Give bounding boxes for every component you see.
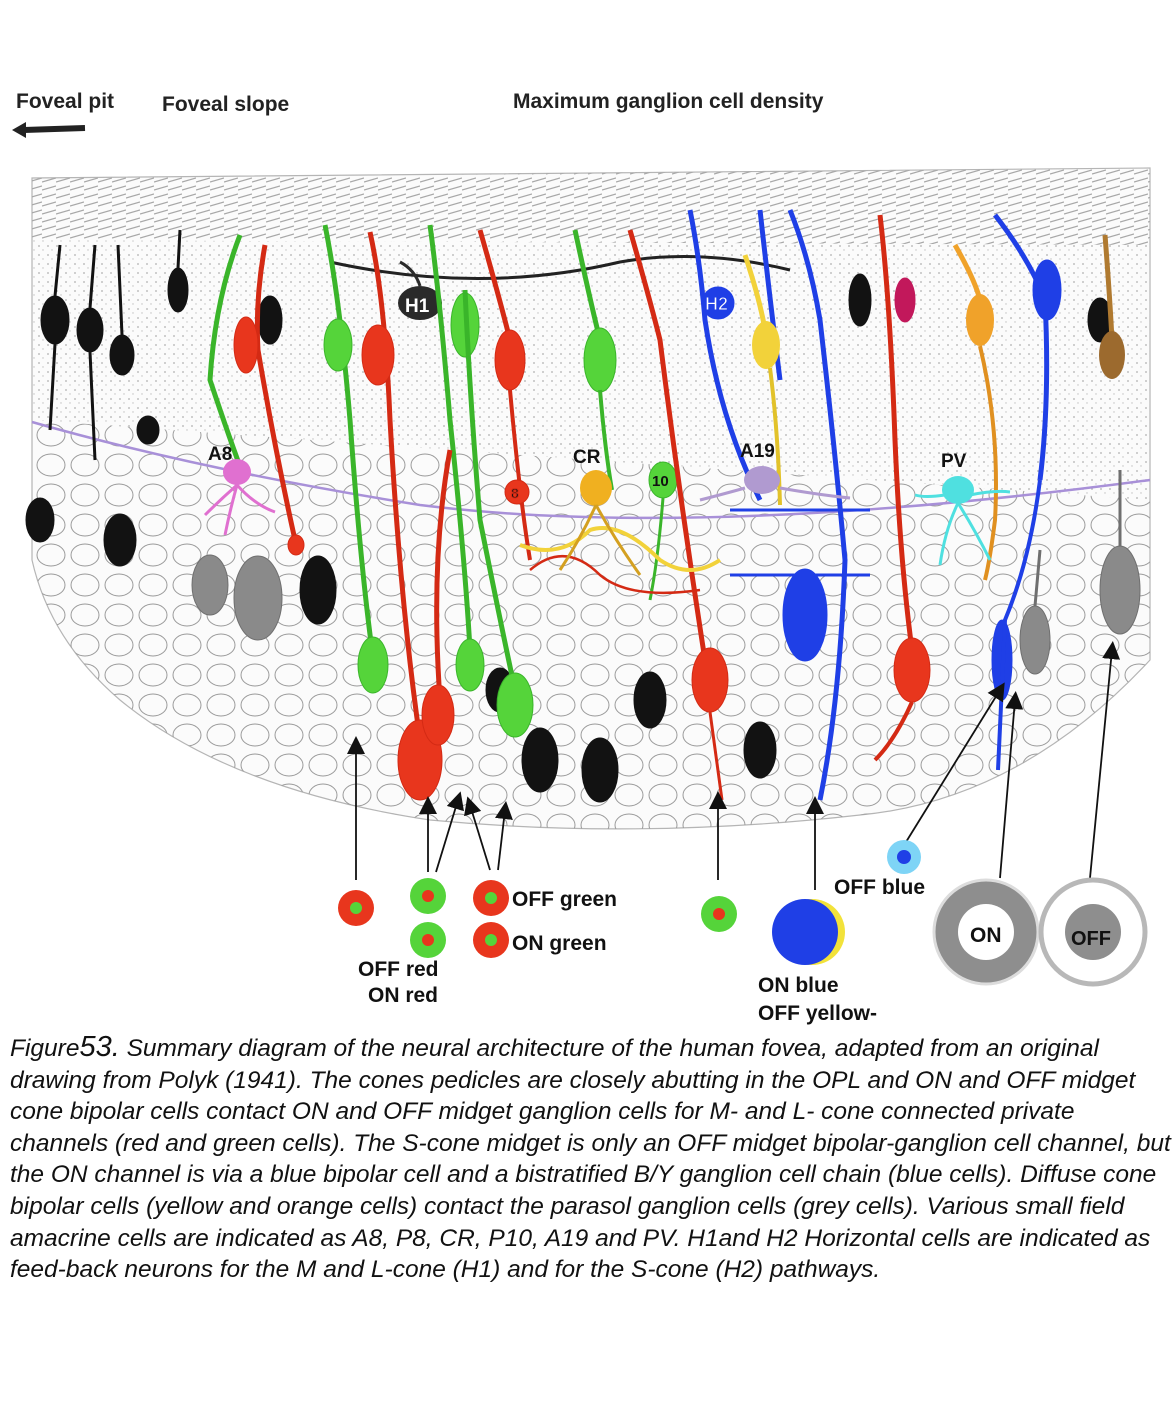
off-blue-label: OFF blue [834,876,925,899]
caption-figure-number: 53. [79,1031,120,1063]
pv-amacrine-cell: PV [914,451,1011,566]
off-blue-rf-icon [887,840,921,874]
off-parasol-label: OFF [1071,928,1111,950]
p10-label: 10 [652,473,669,490]
foveal-pit-label: Foveal pit [16,90,115,113]
a19-label: A19 [740,441,775,462]
on-blue-label: ON blue [758,974,839,997]
a19-amacrine-cell: A19 [699,441,851,502]
max-density-label: Maximum ganglion cell density [513,90,824,113]
on-green-label: ON green [512,932,607,955]
pv-label: PV [941,451,967,472]
pointer-arrows [347,641,1121,890]
on-parasol-label: ON [970,924,1002,947]
cr-label: CR [573,447,601,468]
red-green-rf-icon [701,896,737,932]
h1-label: H1 [405,296,430,317]
cr-amacrine-cell: CR 10 [519,447,722,595]
on-green-rf-icon [473,922,509,958]
blue-s-cone-cells: H2 [687,209,1062,801]
on-green-center-red-rf-icon [410,878,446,914]
off-yellow-label: OFF yellow- [758,1002,878,1025]
figure-caption: Figure53. Summary diagram of the neural … [10,1031,1172,1286]
on-red-rf-icon [410,922,446,958]
h2-label: H2 [705,294,728,314]
h1-cell: H1 [398,260,442,320]
foveal-slope-label: Foveal slope [162,93,290,116]
off-red-rf-icon [338,890,374,926]
on-blue-off-yellow-rf-icon [772,899,845,965]
grey-parasol-cells [191,470,1141,675]
off-green-label: OFF green [512,888,618,911]
yellow-orange-bipolar-cells [742,234,1125,581]
a8-amacrine-cell: A8 [203,444,276,536]
on-red-label: ON red [368,984,439,1007]
off-green-rf-icon [473,880,509,916]
green-midget-cells [207,224,678,738]
caption-figure-word: Figure [10,1035,80,1062]
off-red-label: OFF red [358,958,439,981]
on-parasol-rf-icon [932,878,1040,986]
black-neurons-left [25,229,1113,803]
left-arrow-icon [12,122,86,138]
p8-label: 8 [511,485,519,501]
caption-text: Summary diagram of the neural architectu… [10,1035,1171,1284]
receptive-field-icons: ON OFF [338,840,1148,987]
retina-diagram: H1 A8 [12,122,1151,987]
red-midget-cells: 8 [233,214,931,801]
a8-label: A8 [208,444,232,465]
off-parasol-rf-icon [1038,877,1148,987]
